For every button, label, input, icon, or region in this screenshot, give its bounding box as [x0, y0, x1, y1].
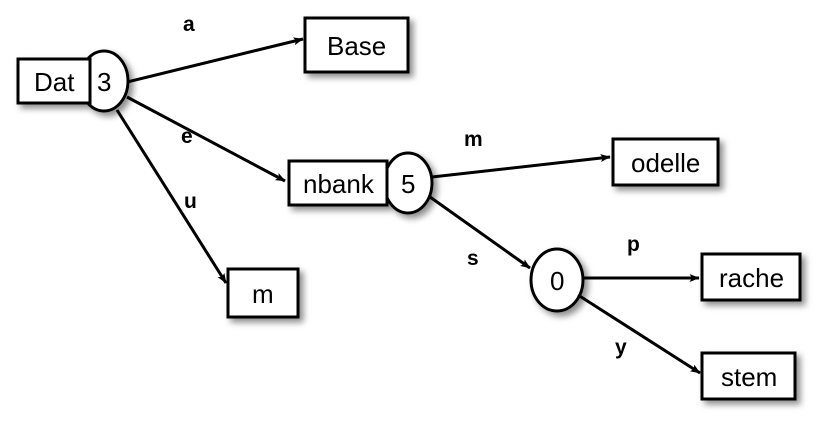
- edge-lines: [115, 37, 701, 375]
- edge-e-m: [431, 154, 611, 179]
- node-n3[interactable]: [16, 49, 130, 113]
- node-number-n5: 5: [401, 169, 416, 199]
- edge-e-a: [126, 37, 304, 84]
- node-base[interactable]: [303, 16, 410, 74]
- edge-label-e-e: e: [181, 125, 193, 148]
- edge-label-e-m: m: [464, 128, 483, 151]
- node-odelle[interactable]: [611, 137, 720, 187]
- node-n5[interactable]: [287, 151, 434, 215]
- node-label-n3: Dat: [34, 67, 75, 97]
- node-label-rache: rache: [719, 263, 785, 293]
- node-stem[interactable]: [700, 351, 797, 401]
- edge-label-e-a: a: [183, 13, 195, 36]
- edge-e-u: [115, 109, 228, 284]
- node-label-n5: nbank: [303, 169, 374, 199]
- node-label-odelle: odelle: [631, 148, 701, 178]
- edge-label-e-p: p: [627, 233, 640, 256]
- edge-e-y: [577, 293, 701, 375]
- edge-label-e-y: y: [615, 336, 627, 359]
- node-m[interactable]: [226, 267, 300, 319]
- node-shapes: [16, 16, 802, 401]
- edge-label-e-u: u: [184, 190, 197, 213]
- edge-label-e-s: s: [467, 247, 479, 270]
- node-label-m: m: [252, 279, 274, 309]
- node-number-n3: 3: [97, 67, 112, 97]
- edge-e-e: [126, 95, 286, 183]
- node-label-stem: stem: [721, 362, 778, 392]
- node-label-base: Base: [327, 31, 387, 61]
- node-n0[interactable]: [529, 247, 585, 313]
- node-rache[interactable]: [700, 252, 802, 302]
- edge-e-s: [429, 195, 531, 270]
- node-number-n0: 0: [550, 266, 565, 296]
